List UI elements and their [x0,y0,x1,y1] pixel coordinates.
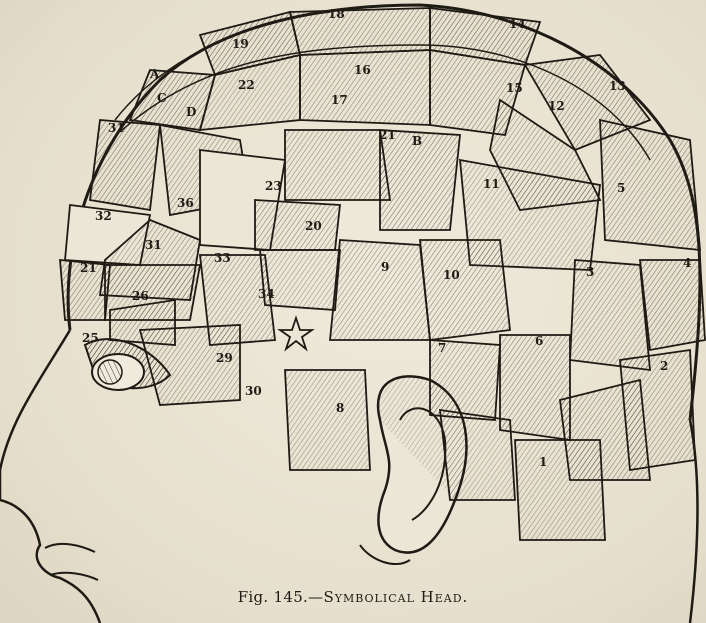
organ-number: 36 [177,196,194,210]
organ-number: 20 [305,219,322,233]
organ-number: 31 [108,121,125,135]
organ-number: 21 [80,261,97,275]
organ-number: 7 [438,341,446,355]
organ-number: 15 [506,81,523,95]
organ-number: 3 [586,265,594,279]
organ-number: 4 [683,256,691,270]
organ-panels [59,6,706,541]
organ-number: 6 [535,334,543,348]
organ-number: 22 [238,78,255,92]
organ-number: B [412,134,422,148]
caption-dash: — [308,588,324,606]
organ-number: 19 [232,37,249,51]
organ-number: 34 [258,287,275,301]
organ-number: 11 [483,177,500,191]
organ-number: 33 [214,251,231,265]
organ-number: 13 [609,79,626,93]
organ-number: 9 [381,260,389,274]
organ-number: 5 [617,181,625,195]
organ-number: 2 [660,359,668,373]
organ-number: A [149,67,160,81]
star-symbol-icon [277,315,315,352]
organ-number: 16 [354,63,371,77]
organ-number: 30 [245,384,262,398]
organ-number: 8 [336,401,344,415]
organ-number: C [157,91,167,105]
organ-number: 31 [145,238,162,252]
organ-number: 29 [216,351,233,365]
eye-area [83,338,172,391]
face-profile-line [0,329,102,623]
figure-label: Fig. 145. [237,588,309,606]
organ-number: 25 [82,331,99,345]
organ-number: 14 [509,17,526,31]
organ-number: 26 [132,289,149,303]
organ-number: 17 [331,93,348,107]
organ-number: 12 [548,99,565,113]
figure-title: Symbolical Head. [323,588,469,606]
organ-number: 21 [379,128,396,142]
figure-caption: Fig. 145.—Symbolical Head. [0,588,706,606]
organ-number: 32 [95,209,112,223]
organ-number: 23 [265,179,282,193]
organ-number: 18 [328,7,345,21]
organ-number: D [186,105,196,119]
organ-number: 1 [539,455,547,469]
organ-number-labels: 18 19 14 16 15 13 12 22 17 21 B A C D 31… [80,7,691,469]
organ-number: 10 [443,268,460,282]
